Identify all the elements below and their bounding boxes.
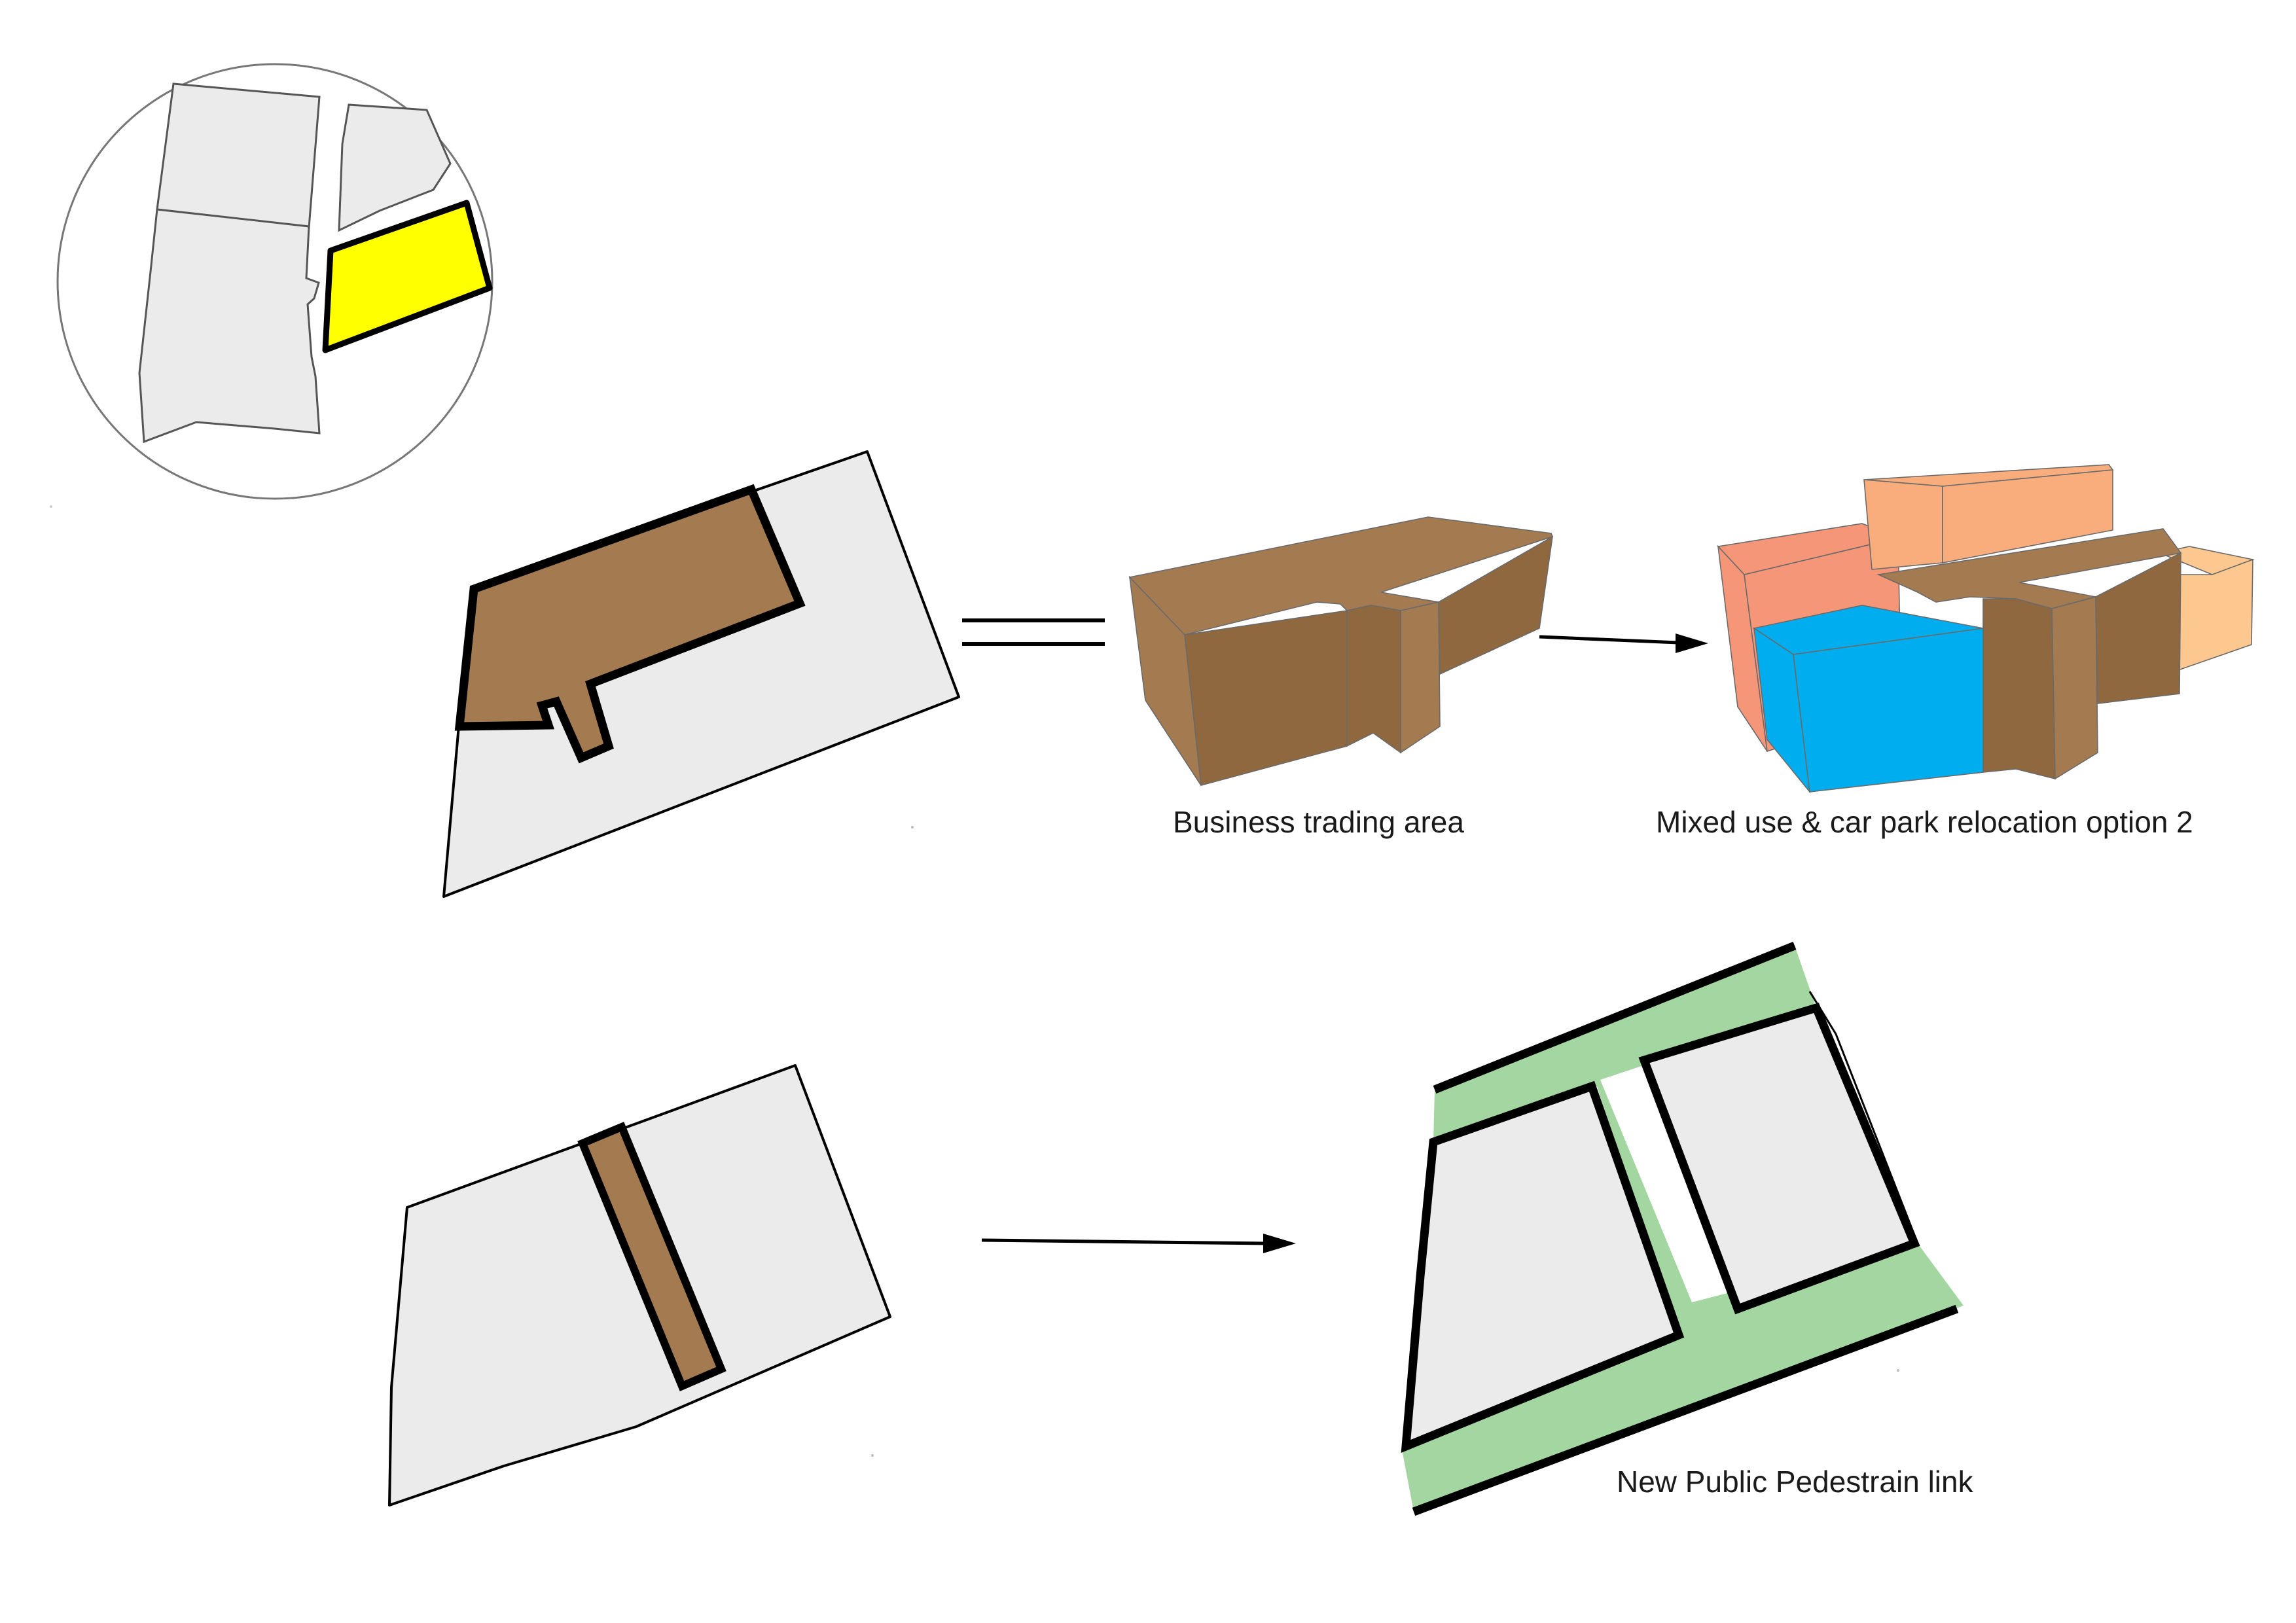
pedestrian-boundary-south [1412, 1304, 1959, 1516]
key-plan-block-north-west [156, 82, 321, 229]
business-massing-side-left [1128, 575, 1202, 786]
business-area-footprint [454, 484, 806, 764]
mixed-use-light-front [2172, 558, 2253, 672]
business-massing-right [1438, 535, 1554, 675]
speck [50, 505, 52, 508]
existing-path-strip [577, 1122, 726, 1391]
speck [1897, 1369, 1899, 1372]
caption-mixed-use: Mixed use & car park relocation option 2 [1656, 805, 2193, 839]
business-trading-massing [1128, 516, 1554, 787]
key-plan-selected-plot [322, 200, 493, 353]
car-park-front [1793, 628, 1984, 793]
mixed-use-peach-front-left [1863, 479, 1943, 570]
key-plan-block-north-east [338, 103, 452, 232]
key-plan-block-south-west [138, 208, 321, 444]
mixed-use-business-right [2095, 552, 2181, 704]
business-massing-front-left [1184, 610, 1348, 787]
mixed-use-business-front [1982, 598, 2056, 780]
equals-icon [962, 618, 1105, 646]
mixed-use-massing [1717, 464, 2255, 794]
speck [911, 826, 914, 829]
right-arrow-icon [1539, 633, 1708, 653]
mixed-use-peach-front-right [1942, 469, 2113, 563]
site-plan-pedestrian-link [1401, 941, 1964, 1516]
key-plan [56, 63, 493, 500]
pedestrian-boundary-north [1433, 941, 1797, 1094]
right-arrow-icon [981, 1234, 1296, 1253]
pedestrian-link-green [1402, 946, 1964, 1512]
pedestrian-block-west [1401, 1080, 1685, 1454]
business-massing-wing-front-right [1400, 601, 1441, 754]
business-massing-wing-front [1346, 605, 1401, 754]
site-plan-path-before [388, 1064, 891, 1507]
mixed-use-business-side [2051, 596, 2098, 780]
speck [871, 1454, 874, 1457]
caption-business-trading-area: Business trading area [1173, 805, 1464, 839]
pedestrian-block-east [1638, 1003, 1920, 1315]
pedestrian-edge-east [1808, 991, 1919, 1244]
pedestrian-edge-west [1405, 1141, 1438, 1447]
site-plan-business [442, 450, 960, 898]
caption-pedestrian-link: New Public Pedestrain link [1617, 1465, 1974, 1499]
